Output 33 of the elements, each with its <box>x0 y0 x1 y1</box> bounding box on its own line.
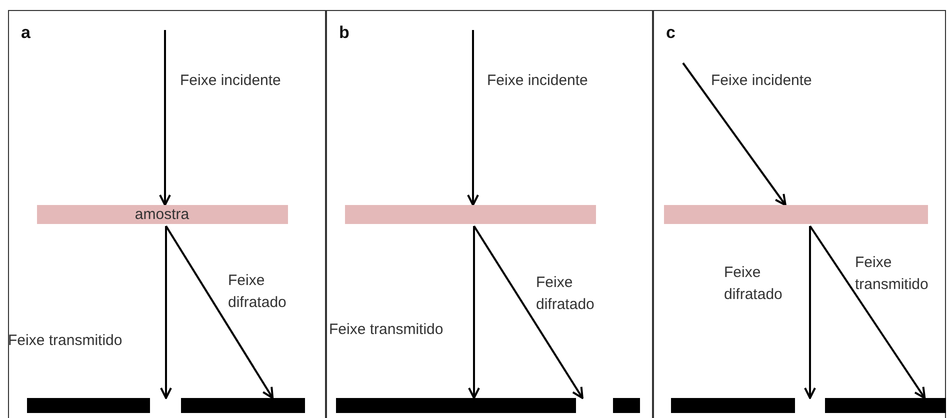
panel-letter: c <box>666 23 676 43</box>
beam-arrow <box>682 62 786 206</box>
panel-frame <box>326 10 653 418</box>
sample-band <box>344 204 596 224</box>
detector-bar <box>824 398 946 412</box>
edge-label: Feixe transmitido <box>855 253 930 295</box>
edge-label: Feixe transmitido <box>329 320 444 340</box>
edge-label: Feixe incidente <box>487 71 589 91</box>
panel-letter: a <box>21 23 30 43</box>
edge-label: Feixe incidente <box>180 71 282 91</box>
panel-frame <box>653 10 946 418</box>
beam-arrow <box>468 226 480 399</box>
edge-label: Feixe difratado <box>228 271 288 313</box>
edge-label: Feixe transmitido <box>8 331 124 351</box>
edge-label: Feixe incidente <box>711 71 813 91</box>
edge-label: Feixe difratado <box>724 263 784 305</box>
detector-bar <box>670 398 794 412</box>
detector-bar <box>336 398 576 412</box>
detector-bar <box>180 398 304 412</box>
beam-arrow <box>467 30 479 206</box>
beam-arrow <box>165 225 274 399</box>
panel-letter: b <box>339 23 350 43</box>
edge-label: Feixe difratado <box>536 273 596 315</box>
detector-bar <box>612 398 640 412</box>
sample-band <box>664 204 928 224</box>
sample-label: amostra <box>134 206 190 222</box>
beam-arrow <box>159 30 171 206</box>
panel-frame <box>8 10 326 418</box>
beam-arrow <box>160 226 172 399</box>
beam-arrow <box>473 225 584 399</box>
beam-arrow <box>804 226 816 399</box>
beam-arrow <box>809 225 926 399</box>
detector-bar <box>26 398 150 412</box>
